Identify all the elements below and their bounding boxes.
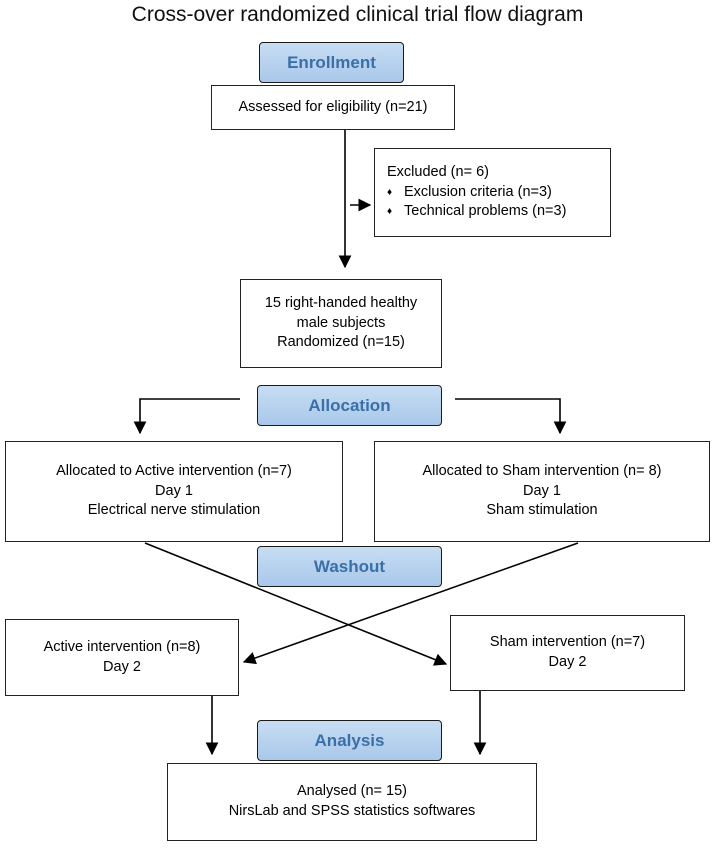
diagram-title: Cross-over randomized clinical trial flo… bbox=[131, 3, 584, 26]
excluded-heading: Excluded (n= 6) bbox=[387, 164, 489, 181]
analysis-label: Analysis bbox=[257, 720, 442, 761]
crossover-sham-to-active bbox=[242, 542, 579, 665]
active-day1-line: Allocated to Active intervention (n=7) bbox=[56, 463, 292, 480]
sham-day1-line: Day 1 bbox=[523, 482, 561, 499]
analysed-line: NirsLab and SPSS statistics softwares bbox=[228, 803, 476, 819]
sham-day2-line: Day 2 bbox=[548, 654, 587, 670]
active-day1-box: Allocated to Active intervention (n=7) D… bbox=[5, 441, 343, 542]
sham-day2-box: Sham intervention (n=7) Day 2 bbox=[450, 615, 685, 691]
excluded-item: ♦ Technical problems (n=3) bbox=[387, 203, 567, 220]
eligibility-box: Assessed for eligibility (n=21) bbox=[211, 85, 455, 130]
analysed-box: Analysed (n= 15) NirsLab and SPSS statis… bbox=[167, 763, 537, 841]
sham-day1-box: Allocated to Sham intervention (n= 8) Da… bbox=[374, 441, 710, 542]
arrow-to-active-day1 bbox=[133, 398, 240, 435]
randomized-line: Randomized (n=15) bbox=[277, 334, 405, 351]
active-day2-box: Active intervention (n=8) Day 2 bbox=[5, 619, 239, 696]
randomized-line: male subjects bbox=[296, 314, 386, 331]
allocation-label: Allocation bbox=[257, 385, 442, 426]
sham-day1-line: Sham stimulation bbox=[486, 502, 598, 519]
sham-day2-line: Sham intervention (n=7) bbox=[489, 634, 646, 651]
washout-label: Washout bbox=[257, 546, 442, 587]
active-day2-line: Active intervention (n=8) bbox=[43, 638, 201, 655]
excluded-item: ♦ Exclusion criteria (n=3) bbox=[387, 183, 552, 200]
randomized-line: 15 right-handed healthy bbox=[264, 295, 418, 312]
sham-day1-line: Allocated to Sham intervention (n= 8) bbox=[422, 463, 662, 480]
enrollment-label: Enrollment bbox=[259, 42, 404, 83]
diamond-bullet-icon: ♦ bbox=[387, 186, 393, 198]
excluded-box: Excluded (n= 6) ♦ Exclusion criteria (n=… bbox=[374, 148, 611, 237]
diamond-bullet-icon: ♦ bbox=[387, 206, 393, 218]
active-day1-line: Electrical nerve stimulation bbox=[87, 502, 261, 519]
crossover-active-to-sham bbox=[144, 542, 448, 666]
eligibility-text: Assessed for eligibility (n=21) bbox=[238, 98, 428, 115]
randomized-box: 15 right-handed healthy male subjects Ra… bbox=[240, 279, 442, 368]
active-day1-line: Day 1 bbox=[155, 482, 193, 499]
arrow-to-sham-day1 bbox=[455, 398, 567, 435]
active-day2-line: Day 2 bbox=[103, 658, 141, 675]
analysed-line: Analysed (n= 15) bbox=[296, 783, 408, 800]
